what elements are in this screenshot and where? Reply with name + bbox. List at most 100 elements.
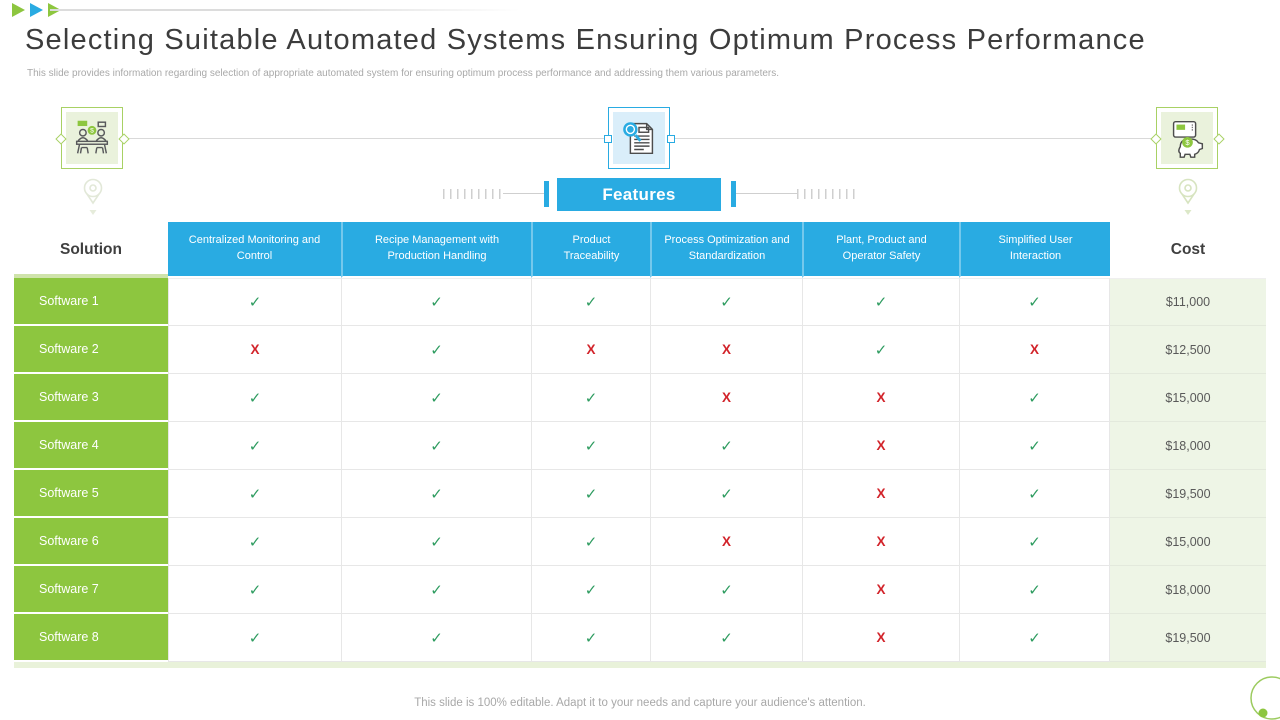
cross-mark-icon: X	[721, 534, 731, 549]
slide-title: Selecting Suitable Automated Systems Ens…	[25, 24, 1146, 56]
cost-icon-box: $	[1156, 107, 1218, 169]
cross-mark-icon: X	[250, 342, 260, 357]
svg-text:$: $	[90, 128, 94, 135]
feature-mark-cell: ✓	[341, 470, 531, 518]
check-mark-icon: ✓	[248, 485, 262, 503]
check-mark-icon: ✓	[584, 437, 598, 455]
feature-mark-cell: ✓	[341, 422, 531, 470]
cross-mark-icon: X	[876, 390, 886, 405]
check-mark-icon: ✓	[1028, 389, 1041, 407]
check-mark-icon: ✓	[248, 533, 262, 551]
check-mark-icon: ✓	[720, 485, 733, 503]
feature-mark-cell: ✓	[802, 278, 959, 326]
software-label: Software 6	[14, 518, 168, 566]
check-mark-icon: ✓	[248, 581, 262, 599]
feature-mark-cell: ✓	[168, 518, 341, 566]
software-label: Software 5	[14, 470, 168, 518]
software-label: Software 2	[14, 326, 168, 374]
cross-mark-icon: X	[876, 582, 886, 597]
features-banner: Features	[557, 178, 721, 211]
cross-mark-icon: X	[586, 342, 596, 357]
feature-mark-cell: ✓	[168, 422, 341, 470]
icon-connector-line	[124, 138, 608, 139]
solution-header: Solution	[14, 222, 168, 278]
feature-header-cell: Plant, Product and Operator Safety	[802, 222, 959, 278]
feature-mark-cell: ✓	[168, 278, 341, 326]
check-mark-icon: ✓	[430, 629, 443, 647]
solution-icon-box: $	[61, 107, 123, 169]
check-mark-icon: ✓	[1028, 485, 1041, 503]
feature-mark-cell: ✓	[650, 470, 802, 518]
features-icon-box	[608, 107, 670, 169]
cross-mark-icon: X	[876, 534, 886, 549]
cost-cell: $19,500	[1110, 614, 1266, 662]
feature-header-cell: Simplified User Interaction	[959, 222, 1110, 278]
icon-connector-line	[671, 138, 1156, 139]
check-mark-icon: ✓	[430, 389, 443, 407]
check-mark-icon: ✓	[248, 294, 262, 311]
feature-mark-cell: ✓	[341, 614, 531, 662]
feature-mark-cell: ✓	[531, 566, 650, 614]
banner-accent-bar	[731, 181, 736, 207]
feature-mark-cell: ✓	[959, 422, 1110, 470]
cost-cell: $15,000	[1110, 518, 1266, 566]
check-mark-icon: ✓	[248, 389, 262, 407]
feature-mark-cell: ✓	[531, 518, 650, 566]
feature-mark-cell: X	[650, 518, 802, 566]
software-label: Software 7	[14, 566, 168, 614]
software-label: Software 4	[14, 422, 168, 470]
check-mark-icon: ✓	[584, 485, 598, 503]
feature-mark-cell: X	[802, 566, 959, 614]
check-mark-icon: ✓	[430, 294, 443, 311]
feature-header-cell: Centralized Monitoring and Control	[168, 222, 341, 278]
cost-cell: $18,000	[1110, 566, 1266, 614]
check-mark-icon: ✓	[248, 437, 262, 455]
feature-mark-cell: ✓	[341, 278, 531, 326]
check-mark-icon: ✓	[1028, 533, 1041, 551]
feature-mark-cell: ✓	[168, 470, 341, 518]
feature-mark-cell: ✓	[531, 470, 650, 518]
feature-mark-cell: ✓	[531, 278, 650, 326]
feature-mark-cell: ✓	[802, 326, 959, 374]
banner-connector-line	[736, 193, 797, 194]
check-mark-icon: ✓	[584, 629, 598, 647]
cross-mark-icon: X	[1029, 342, 1039, 357]
location-pin-icon	[1175, 177, 1201, 224]
tick-marks-decoration	[443, 189, 503, 199]
feature-mark-cell: X	[650, 374, 802, 422]
check-mark-icon: ✓	[874, 341, 888, 359]
cross-mark-icon: X	[876, 486, 886, 501]
feature-mark-cell: X	[168, 326, 341, 374]
table-bottom-strip	[14, 662, 1266, 668]
slide-footer-note: This slide is 100% editable. Adapt it to…	[414, 697, 866, 709]
check-mark-icon: ✓	[1028, 437, 1041, 455]
feature-mark-cell: X	[802, 518, 959, 566]
connector-handle-icon	[667, 135, 675, 143]
feature-mark-cell: ✓	[959, 566, 1110, 614]
feature-mark-cell: ✓	[341, 326, 531, 374]
feature-header-cell: Product Traceability	[531, 222, 650, 278]
feature-mark-cell: ✓	[650, 614, 802, 662]
feature-mark-cell: ✓	[650, 422, 802, 470]
cost-header: Cost	[1110, 222, 1266, 278]
feature-mark-cell: ✓	[650, 278, 802, 326]
feature-mark-cell: X	[531, 326, 650, 374]
cross-mark-icon: X	[721, 390, 731, 405]
feature-mark-cell: ✓	[959, 614, 1110, 662]
slide-subtitle: This slide provides information regardin…	[27, 68, 780, 79]
svg-text:$: $	[1185, 138, 1190, 147]
check-mark-icon: ✓	[874, 294, 888, 311]
tick-marks-decoration	[797, 189, 857, 199]
software-label: Software 8	[14, 614, 168, 662]
feature-mark-cell: X	[802, 422, 959, 470]
cost-cell: $18,000	[1110, 422, 1266, 470]
slide-bullet-markers	[12, 3, 61, 17]
banner-connector-line	[503, 193, 544, 194]
banner-accent-bar	[544, 181, 549, 207]
feature-mark-cell: ✓	[650, 566, 802, 614]
header-divider-line	[50, 9, 520, 11]
cost-cell: $19,500	[1110, 470, 1266, 518]
software-label: Software 1	[14, 278, 168, 326]
feature-mark-cell: X	[802, 470, 959, 518]
